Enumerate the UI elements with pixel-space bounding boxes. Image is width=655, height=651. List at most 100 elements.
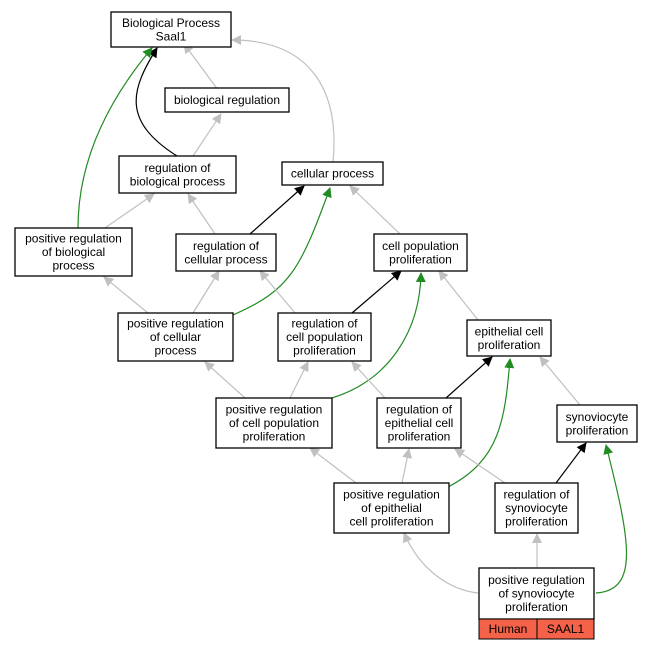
node-label-line: cell population — [286, 330, 363, 344]
node-label-line: regulation of — [144, 161, 211, 175]
node-label-line: positive regulation — [488, 573, 585, 587]
node-label-line: of cell population — [229, 416, 319, 430]
node-label-line: process — [52, 259, 94, 273]
edge-pos-reg-cell-proc-to-cell-proc — [232, 187, 332, 316]
edge-pos-reg-cell-pop-prolif-to-reg-cell-pop-prolif — [289, 361, 309, 399]
node-label-line: proliferation — [505, 515, 568, 529]
node-box — [478, 567, 595, 620]
node-label-line: positive regulation — [226, 403, 323, 417]
edge-pos-reg-bio-proc-to-root — [77, 47, 153, 229]
node-label-line: regulation of — [386, 403, 453, 417]
edge-cell-pop-prolif-to-cell-proc — [349, 185, 401, 235]
edge-pos-reg-epi-cell-prolif-to-pos-reg-cell-pop-prolif — [309, 447, 357, 484]
node-label-line: positive regulation — [127, 317, 224, 331]
edge-pos-reg-cell-proc-to-pos-reg-bio-proc — [103, 276, 149, 314]
node-label-line: of epithelial — [361, 501, 422, 515]
node-box — [117, 312, 234, 362]
edge-syno-prolif-to-epi-cell-prolif — [539, 356, 581, 406]
edge-reg-syno-prolif-to-syno-prolif — [555, 442, 587, 484]
node-label-line: positive regulation — [25, 232, 122, 246]
node-label-line: process — [154, 344, 196, 358]
node-label-line: of cellular — [150, 330, 201, 344]
edge-reg-bio-proc-to-root — [135, 47, 178, 157]
node-label-line: cellular process — [184, 252, 267, 266]
edge-reg-cell-proc-to-cell-proc — [249, 185, 305, 235]
node-box — [333, 482, 450, 534]
edge-reg-cell-pop-prolif-to-reg-cell-proc — [259, 270, 296, 314]
node-label-line: cell proliferation — [349, 515, 433, 529]
node-label-line: regulation of — [503, 488, 570, 502]
node-label-line: regulation of — [193, 239, 260, 253]
edge-bio-reg-to-root — [183, 43, 219, 91]
edge-reg-syno-prolif-to-reg-epi-cell-prolif — [454, 448, 506, 484]
node-label-line: synoviocyte — [566, 410, 629, 424]
edge-pos-reg-epi-cell-prolif-to-reg-epi-cell-prolif — [401, 448, 413, 484]
edge-pos-reg-syno-prolif-to-syno-prolif — [595, 444, 628, 594]
node-box — [556, 404, 638, 443]
node-cellular-process[interactable]: cellular process — [281, 161, 384, 186]
node-box — [164, 87, 290, 113]
node-label-line: of biological — [42, 245, 105, 259]
node-label-line: synoviocyte — [505, 501, 568, 515]
edge-reg-epi-cell-prolif-to-epi-cell-prolif — [445, 356, 493, 399]
edge-pos-reg-cell-proc-to-reg-cell-proc — [192, 270, 220, 314]
node-label-line: proliferation — [566, 423, 629, 437]
edge-reg-bio-proc-to-bio-reg — [192, 113, 222, 157]
node-box — [215, 397, 333, 449]
node-label-line: regulation of — [291, 317, 358, 331]
edge-reg-epi-cell-prolif-to-reg-cell-pop-prolif — [351, 361, 386, 399]
node-box — [494, 482, 579, 534]
node-label-line: cellular process — [291, 167, 374, 181]
node-label-line: epithelial cell — [385, 416, 454, 430]
node-label-line: proliferation — [243, 430, 306, 444]
edge-cell-proc-to-root — [231, 35, 335, 163]
node-box — [466, 319, 552, 357]
node-label-line: biological process — [130, 174, 225, 188]
annotation-badge: Human SAAL1 — [478, 618, 595, 640]
edge-pos-reg-cell-pop-prolif-to-pos-reg-cell-proc — [204, 361, 246, 399]
edge-pos-reg-bio-proc-to-reg-bio-proc — [104, 193, 155, 229]
node-biological-regulation[interactable]: biological regulation — [164, 87, 290, 113]
node-label-line: cell population — [382, 239, 459, 253]
node-label-line: of synoviocyte — [498, 587, 574, 601]
node-label-line: Biological Process — [122, 16, 220, 30]
edge-epi-cell-prolif-to-cell-pop-prolif — [438, 270, 479, 321]
node-box — [175, 233, 277, 272]
edge-pos-reg-cell-pop-prolif-to-cell-pop-prolif — [331, 272, 426, 399]
node-box — [277, 312, 372, 362]
edge-reg-cell-proc-to-reg-bio-proc — [187, 193, 216, 235]
node-label-line: epithelial cell — [475, 324, 544, 338]
node-label-line: proliferation — [293, 344, 356, 358]
species-label: Human — [489, 622, 528, 636]
node-box — [118, 155, 237, 194]
node-box — [373, 233, 468, 272]
node-label-line: proliferation — [505, 600, 568, 614]
gene-label: SAAL1 — [547, 622, 585, 636]
gene-cell — [536, 618, 595, 640]
node-label-line: positive regulation — [343, 488, 440, 502]
node-box — [376, 397, 462, 449]
node-label-line: proliferation — [478, 338, 541, 352]
node-label-line: proliferation — [389, 252, 452, 266]
edge-reg-cell-pop-prolif-to-cell-pop-prolif — [351, 270, 402, 314]
node-box — [14, 227, 133, 277]
node-box — [110, 11, 232, 48]
node-label-line: Saal1 — [156, 29, 187, 43]
node-box — [281, 161, 384, 186]
node-label-line: biological regulation — [174, 93, 280, 107]
